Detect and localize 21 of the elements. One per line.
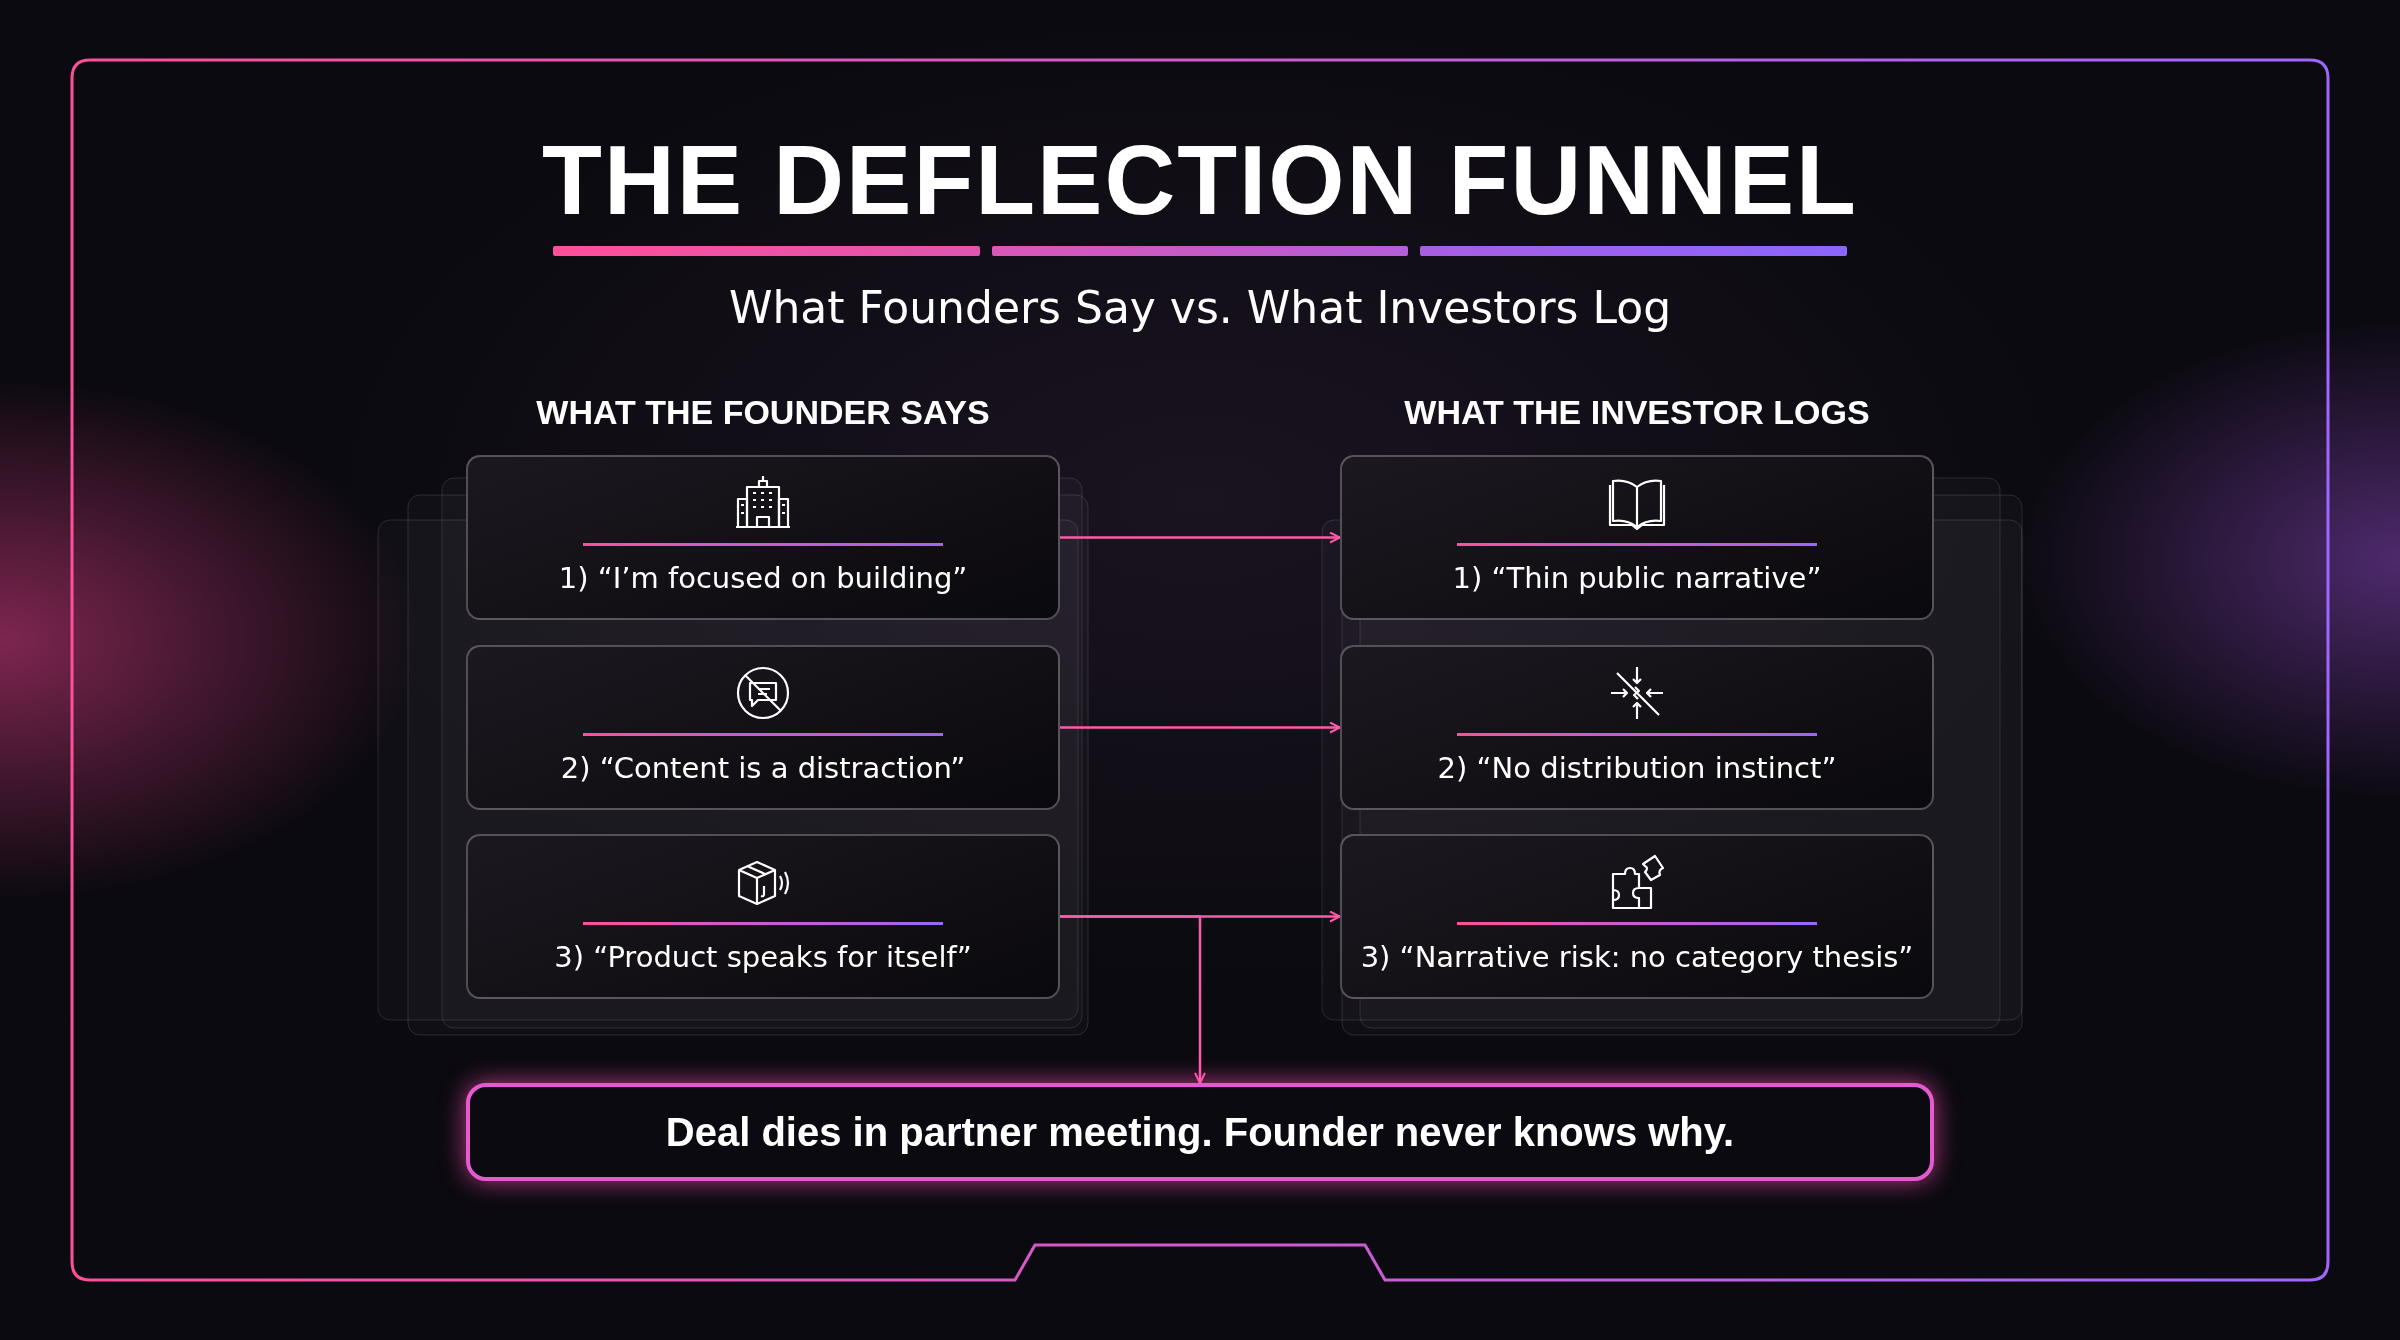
outcome-text: Deal dies in partner meeting. Founder never knows why. [665,1109,1735,1155]
column-heading: WHAT THE INVESTOR LOGS [1403,392,1871,433]
statement-text: 3) “Product speaks for itself” [553,939,973,976]
statement-text: 3) “Narrative risk: no category thesis” [1359,939,1915,976]
column-heading: WHAT THE FOUNDER SAYS [535,392,991,433]
statement-card [466,834,1060,999]
statement-card [1340,645,1934,810]
statement-card [466,645,1060,810]
statement-text: 2) “No distribution instinct” [1436,750,1838,787]
title: THE DEFLECTION FUNNEL [541,124,1859,237]
subtitle: What Founders Say vs. What Investors Log [727,281,1673,335]
outcome-banner [466,1083,1934,1181]
statement-text: 1) “Thin public narrative” [1451,560,1823,597]
statement-card [1340,834,1934,999]
statement-card [1340,455,1934,620]
arrow [1060,721,1341,734]
statement-text: 2) “Content is a distraction” [559,750,967,787]
statement-card [466,455,1060,620]
statement-text: 1) “I’m focused on building” [557,560,969,597]
arrow [1060,531,1341,544]
arrow [1060,915,1206,1084]
